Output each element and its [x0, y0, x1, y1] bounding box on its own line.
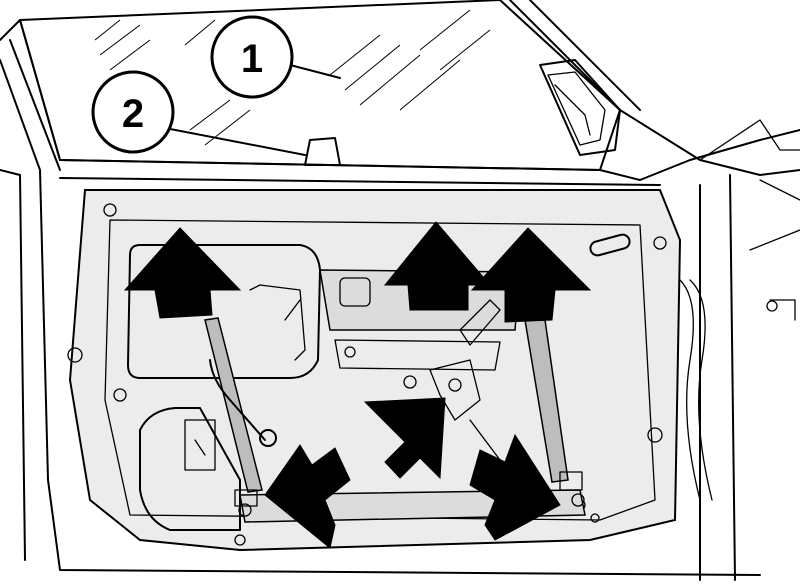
arrow-down-left	[264, 444, 351, 549]
latch-area	[139, 407, 241, 531]
callout-2-leader	[164, 127, 306, 156]
arrow-up-right	[470, 227, 592, 323]
arrow-down-right	[469, 433, 561, 541]
right-slot	[589, 233, 631, 257]
mirror-mount	[539, 59, 621, 156]
callout-1-label: 1	[241, 37, 263, 81]
callout-1-leader	[289, 64, 341, 79]
window-glass	[19, 0, 621, 171]
regulator-rails	[204, 299, 569, 493]
callout-1: 1	[210, 15, 294, 99]
callout-2: 2	[91, 70, 175, 154]
arrow-diagonal-center	[363, 397, 446, 480]
left-cutout	[127, 244, 321, 379]
callout-2-label: 2	[122, 92, 144, 136]
removal-arrows	[123, 221, 592, 549]
arrow-up-left	[123, 227, 242, 319]
window-clip	[304, 137, 341, 166]
